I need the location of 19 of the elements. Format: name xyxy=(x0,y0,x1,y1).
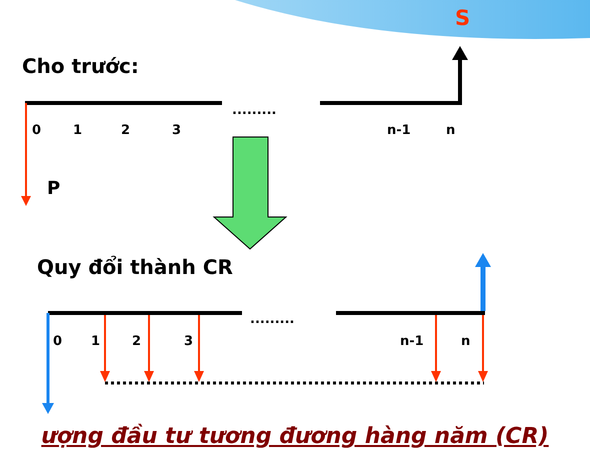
period-number: 3 xyxy=(172,124,182,137)
period-number: 0 xyxy=(53,335,62,348)
period-number: n xyxy=(446,124,456,137)
amount-label: S xyxy=(455,8,470,29)
ellipsis: ......... xyxy=(250,313,294,326)
period-number: n-1 xyxy=(387,124,411,137)
period-number: 2 xyxy=(121,124,130,137)
period-number: 1 xyxy=(91,335,100,348)
period-number: 0 xyxy=(32,124,42,137)
heading: Cho trước: xyxy=(22,56,139,76)
ellipsis: ......... xyxy=(232,104,276,117)
period-number: n xyxy=(461,335,470,348)
heading: Quy đổi thành CR xyxy=(37,257,233,277)
caption: ượng đầu tư tương đương hàng năm (CR) xyxy=(40,425,550,450)
period-number: n-1 xyxy=(400,335,424,348)
amount-label: P xyxy=(47,180,60,198)
period-number: 3 xyxy=(184,335,194,348)
period-number: 2 xyxy=(132,335,142,348)
period-number: 1 xyxy=(73,124,82,137)
